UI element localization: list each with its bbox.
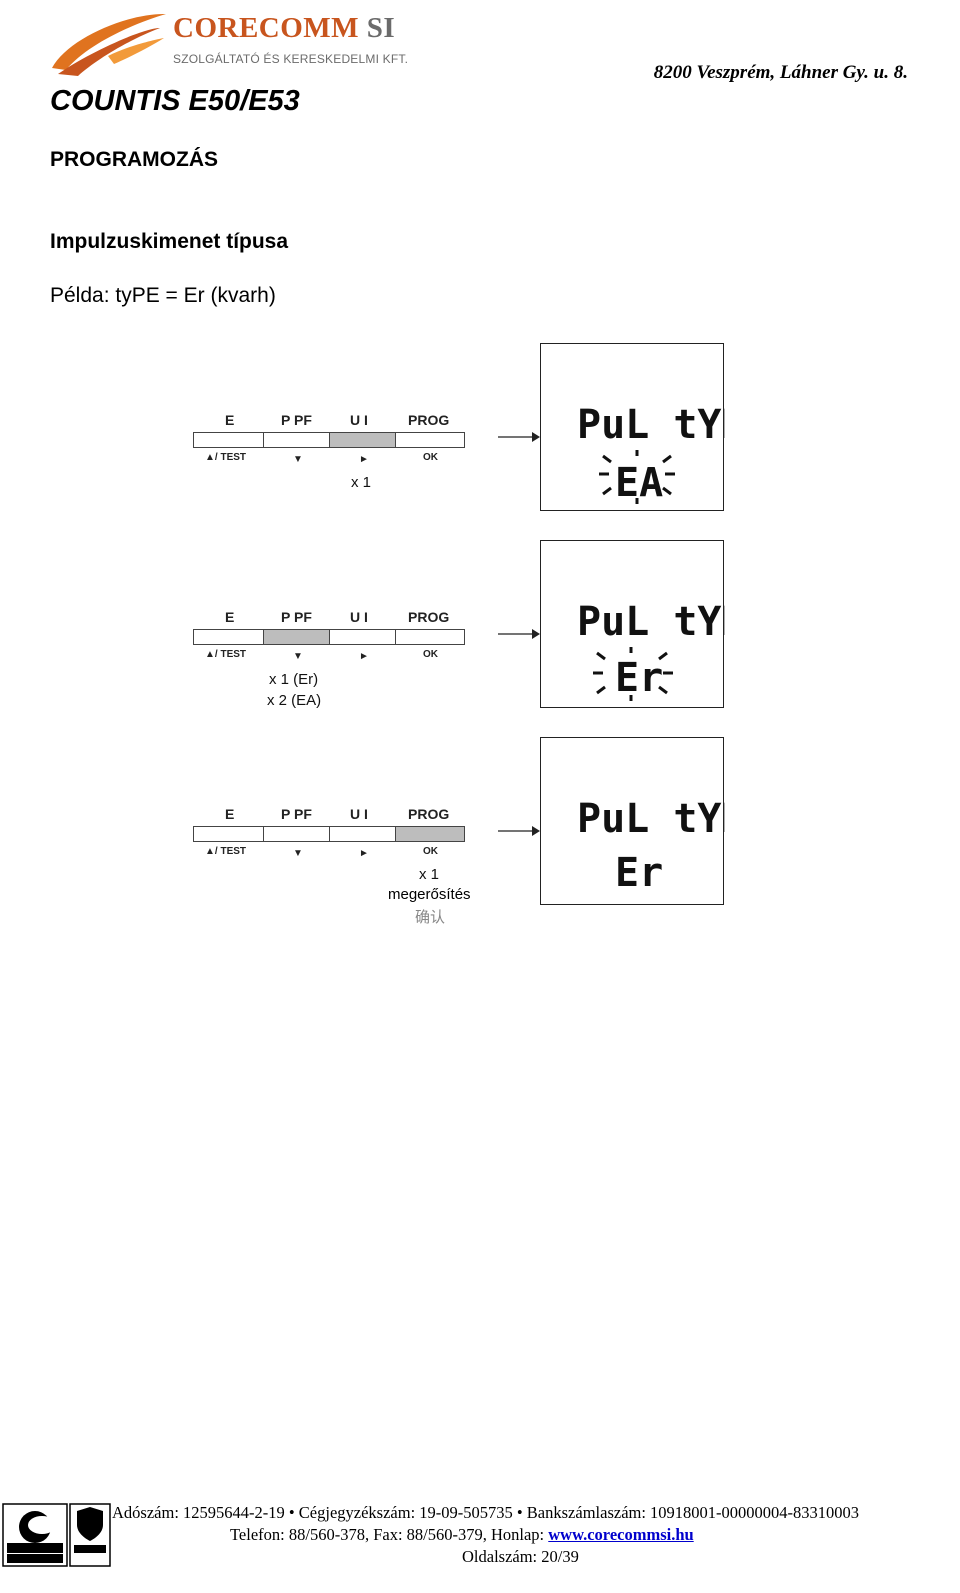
key-label-e: E: [225, 412, 235, 428]
blink-rays-icon: [593, 647, 673, 701]
keypad-step-3: E P PF U I PROG ▲/ TEST ▼ ► OK x 1: [193, 806, 473, 906]
confirm-label-cn: 确认: [415, 909, 446, 926]
key-label-u-i: U I: [350, 609, 368, 625]
key-sub-right: ►: [359, 651, 369, 662]
button-p-pf[interactable]: [263, 826, 331, 842]
key-sub-ok: OK: [423, 452, 438, 463]
key-label-prog: PROG: [408, 412, 450, 428]
key-sub-test: ▲/ TEST: [205, 846, 247, 857]
lcd-line1: PuL tYP: [577, 599, 725, 645]
brand-subtitle: SZOLGÁLTATÓ ÉS KERESKEDELMI KFT.: [173, 52, 409, 66]
key-sub-test: ▲/ TEST: [205, 649, 247, 660]
arrow-right-icon: [498, 826, 540, 836]
button-prog[interactable]: [395, 629, 465, 645]
footer-contact-text: Telefon: 88/560-378, Fax: 88/560-379, Ho…: [230, 1525, 549, 1544]
keypad-step-1: E P PF U I PROG ▲/ TEST ▼ ► OK x 1: [193, 412, 473, 512]
press-count: x 1: [351, 474, 372, 491]
key-sub-down: ▼: [293, 848, 303, 859]
key-sub-right: ►: [359, 454, 369, 465]
key-sub-down: ▼: [293, 454, 303, 465]
button-e[interactable]: [193, 629, 265, 645]
lcd-line2: EA: [615, 460, 663, 506]
key-label-e: E: [225, 806, 235, 822]
button-e[interactable]: [193, 432, 265, 448]
confirm-label: megerősítés: [388, 886, 471, 903]
key-sub-right: ►: [359, 848, 369, 859]
key-label-e: E: [225, 609, 235, 625]
key-label-prog: PROG: [408, 806, 450, 822]
subsection-title: Impulzuskimenet típusa: [50, 230, 289, 253]
footer-company-ids: Adószám: 12595644-2-19 • Cégjegyzékszám:…: [112, 1503, 860, 1522]
button-bar: [193, 629, 466, 647]
button-p-pf[interactable]: [263, 432, 331, 448]
key-sub-down: ▼: [293, 651, 303, 662]
lcd-line2: Er: [615, 850, 663, 896]
lcd-display-step-2: PuL tYP Er: [540, 540, 725, 708]
arrow-right-icon: [498, 629, 540, 639]
key-label-u-i: U I: [350, 412, 368, 428]
lcd-line1: PuL tYP: [577, 796, 725, 842]
lcd-line2: Er: [615, 655, 663, 701]
key-label-p-pf: P PF: [281, 806, 312, 822]
key-label-prog: PROG: [408, 609, 450, 625]
footer-contact: Telefon: 88/560-378, Fax: 88/560-379, Ho…: [230, 1525, 694, 1545]
section-title: PROGRAMOZÁS: [50, 148, 218, 171]
button-u-i[interactable]: [329, 629, 397, 645]
button-e[interactable]: [193, 826, 265, 842]
button-prog-active[interactable]: [395, 826, 465, 842]
lcd-display-step-3: PuL tYP Er: [540, 737, 725, 905]
press-count-er: x 1 (Er): [269, 671, 319, 688]
button-p-pf-active[interactable]: [263, 629, 331, 645]
footer-page-number: Oldalszám: 20/39: [462, 1547, 579, 1566]
button-u-i-active[interactable]: [329, 432, 397, 448]
key-label-p-pf: P PF: [281, 412, 312, 428]
corecomm-logo-swoosh: [52, 13, 166, 76]
key-sub-ok: OK: [423, 846, 438, 857]
website-link[interactable]: www.corecommsi.hu: [548, 1525, 694, 1544]
arrow-right-icon: [498, 432, 540, 442]
press-count: x 1: [419, 866, 440, 883]
keypad-step-2: E P PF U I PROG ▲/ TEST ▼ ► OK x 1 (Er) …: [193, 609, 473, 709]
brand-name: CORECOMM SI: [173, 12, 396, 44]
example-text: Példa: tyPE = Er (kvarh): [50, 284, 276, 307]
key-sub-test: ▲/ TEST: [205, 452, 247, 463]
blink-rays-icon: [599, 450, 675, 504]
document-title: COUNTIS E50/E53: [50, 85, 300, 117]
company-address: 8200 Veszprém, Láhner Gy. u. 8.: [653, 62, 908, 83]
button-prog[interactable]: [395, 432, 465, 448]
press-count-ea: x 2 (EA): [267, 692, 322, 709]
lcd-line1: PuL tYP: [577, 402, 725, 448]
iso-ukas-certification-logo: [2, 1503, 111, 1567]
button-bar: [193, 826, 466, 844]
key-label-u-i: U I: [350, 806, 368, 822]
button-u-i[interactable]: [329, 826, 397, 842]
lcd-display-step-1: PuL tYP EA: [540, 343, 725, 511]
key-sub-ok: OK: [423, 649, 438, 660]
button-bar: [193, 432, 466, 450]
key-label-p-pf: P PF: [281, 609, 312, 625]
